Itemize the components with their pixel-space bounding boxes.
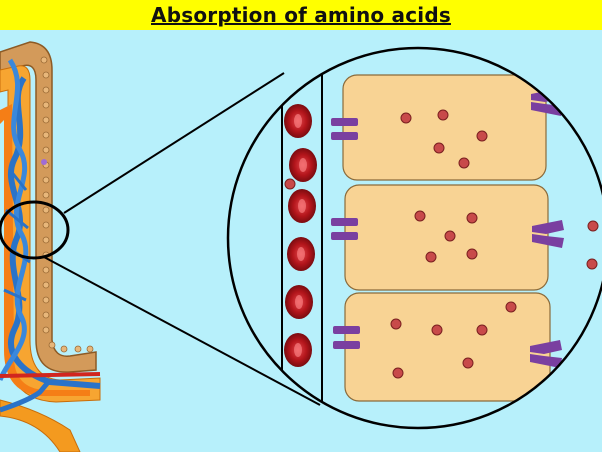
- base-vessel: [0, 399, 81, 452]
- amino-acids-in-cells: [390, 109, 517, 379]
- capillary-net: [3, 169, 31, 302]
- zoom-line-top: [63, 72, 285, 214]
- villus-epithelium: [0, 41, 97, 373]
- pump-protein-icon: [530, 340, 562, 368]
- lymph-node: [41, 159, 47, 165]
- title-bar: Absorption of amino acids: [0, 0, 602, 30]
- epithelial-cell-top: [342, 74, 547, 181]
- page-title: Absorption of amino acids: [151, 3, 451, 27]
- pump-protein-icon: [532, 220, 564, 248]
- amino-acid-in-blood: [284, 178, 296, 190]
- villus-illustration: [0, 41, 101, 452]
- red-vessel: [0, 372, 101, 378]
- magnifier-circle-border: [226, 46, 602, 430]
- zoom-region-ellipse: [0, 200, 70, 260]
- channel-protein-icon: [333, 326, 360, 349]
- magnified-view: [226, 46, 602, 430]
- channel-protein-icon: [331, 118, 358, 140]
- base-vein: [0, 378, 52, 413]
- channel-protein-icon: [331, 218, 358, 240]
- zoom-line-bottom: [43, 256, 321, 406]
- diagram-canvas: [0, 41, 602, 452]
- villus-vein: [0, 58, 29, 382]
- epithelial-cell-bottom: [344, 292, 551, 402]
- red-blood-cells: [284, 104, 317, 367]
